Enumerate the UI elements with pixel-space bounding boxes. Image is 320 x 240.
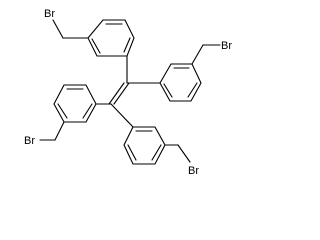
bromomethyl-right: [191, 44, 221, 65]
molecule-structure: Br Br Br Br: [24, 8, 232, 177]
bromine-label-bottom-left: Br: [24, 135, 35, 147]
benzene-ring-right: [159, 63, 202, 102]
bromomethyl-left: [39, 121, 65, 141]
bromomethyl-top-left: [52, 19, 89, 39]
bromomethyl-bottom-right: [164, 144, 191, 163]
benzene-ring-bottom-right: [123, 126, 166, 165]
central-double-bond: [108, 82, 130, 105]
bromine-label-top-right: Br: [221, 40, 232, 52]
bromine-label-bottom-right: Br: [188, 165, 199, 177]
alkene-aryl-bonds: [95, 55, 161, 128]
bromine-label-top-left: Br: [44, 8, 55, 20]
benzene-ring-left: [53, 84, 97, 123]
benzene-ring-top-left: [87, 19, 135, 57]
